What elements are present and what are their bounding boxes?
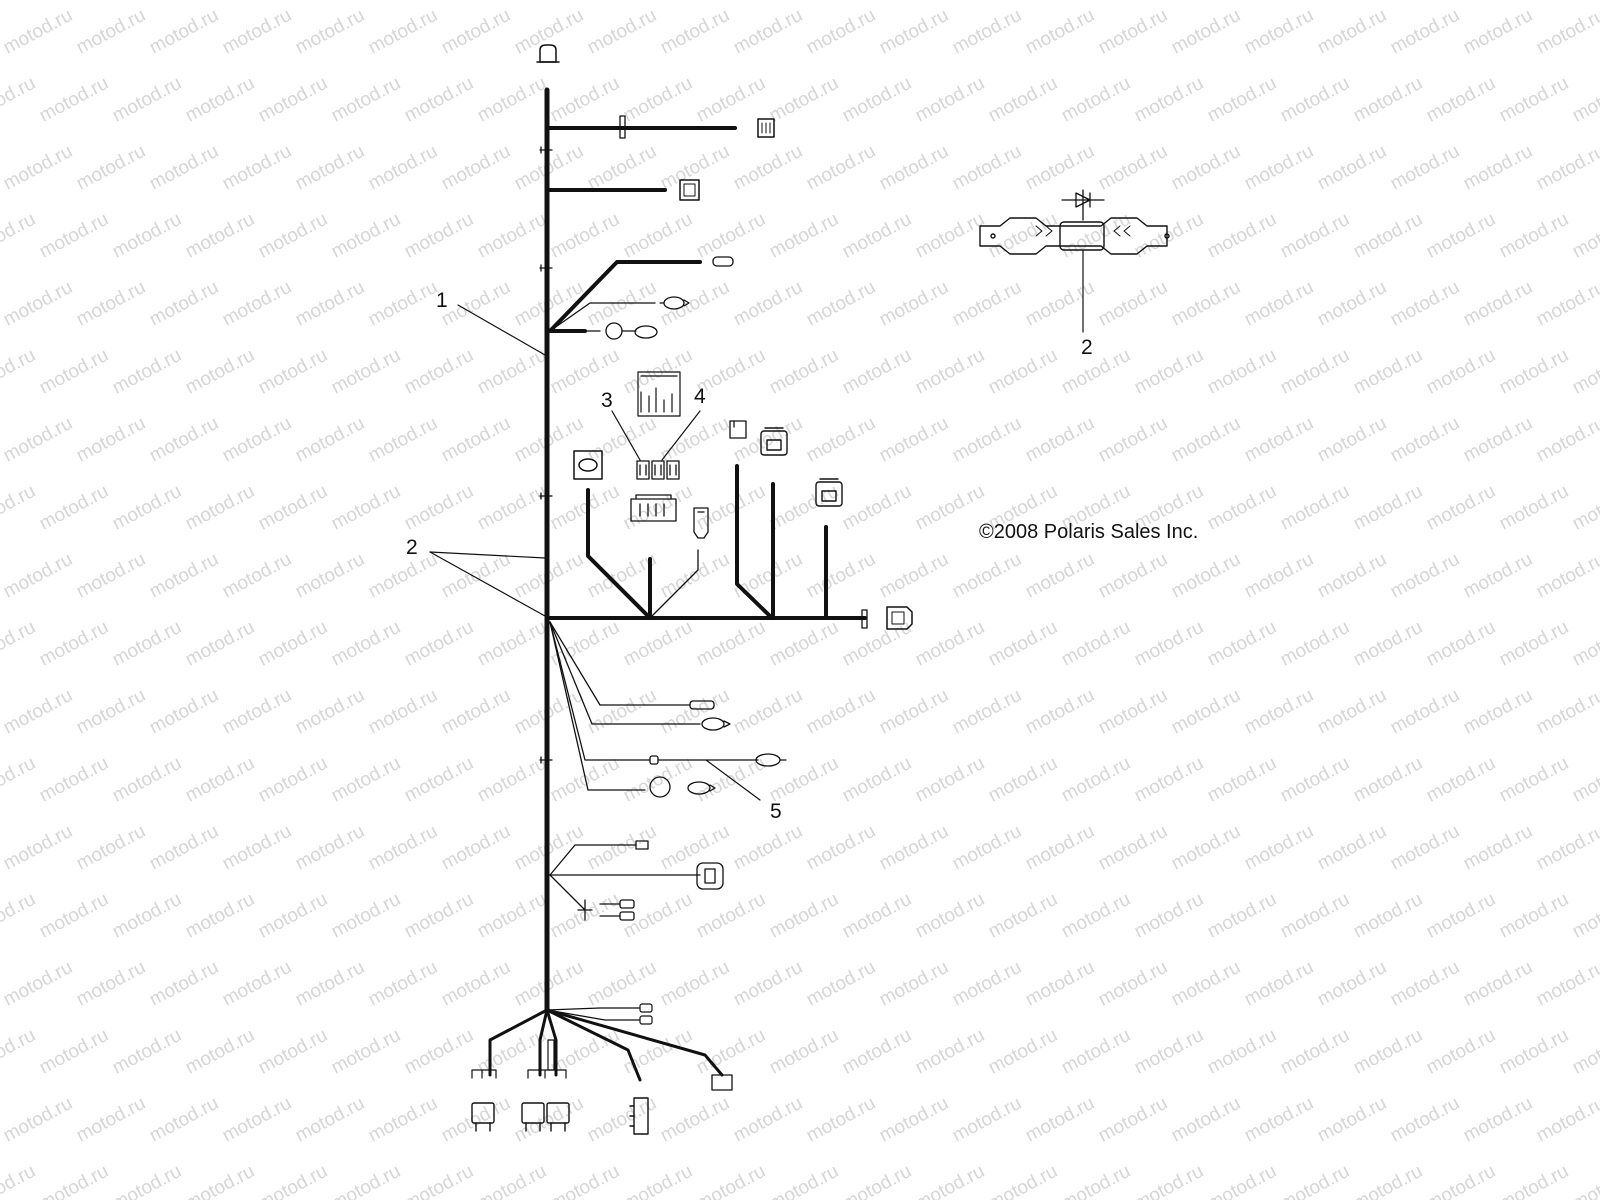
fuse-block (630, 494, 677, 522)
relay-bottom-3 (546, 1102, 570, 1132)
fuse-3 (636, 460, 650, 480)
diode-illustration (979, 189, 1170, 255)
trunk-end-cap (536, 44, 560, 63)
branch-second-connector (545, 179, 700, 201)
branch-lower-connectors (549, 840, 724, 921)
fuse-box-illustration (637, 371, 681, 417)
connector-bottom-vertical (629, 1097, 649, 1135)
copyright-notice: ©2008 Polaris Sales Inc. (979, 521, 1199, 543)
callout-1: 1 (436, 289, 448, 312)
branch-top-connector (545, 115, 775, 139)
branch-ground-group (548, 256, 734, 340)
plug-connector-upper (760, 427, 788, 456)
callout-5: 5 (770, 800, 782, 823)
callout-3: 3 (601, 389, 613, 412)
plug-connector-lower (815, 478, 843, 507)
small-relay (729, 420, 747, 439)
relay-bottom-1 (471, 1102, 495, 1132)
trunk-clips (539, 146, 553, 764)
callout-4: 4 (694, 385, 706, 408)
branch-fan-lower (549, 621, 787, 798)
callout-leaders (429, 249, 1084, 801)
sub-harness-horizontal (545, 464, 913, 630)
fuse-holder-tall (693, 507, 709, 539)
callout-2-diode: 2 (1081, 336, 1093, 359)
fuse-4 (651, 460, 680, 480)
branch-bottom-fan (471, 1003, 733, 1091)
callout-2-lower: 2 (406, 536, 418, 559)
socket-connector-left (573, 450, 603, 480)
relay-bottom-2 (521, 1102, 545, 1132)
